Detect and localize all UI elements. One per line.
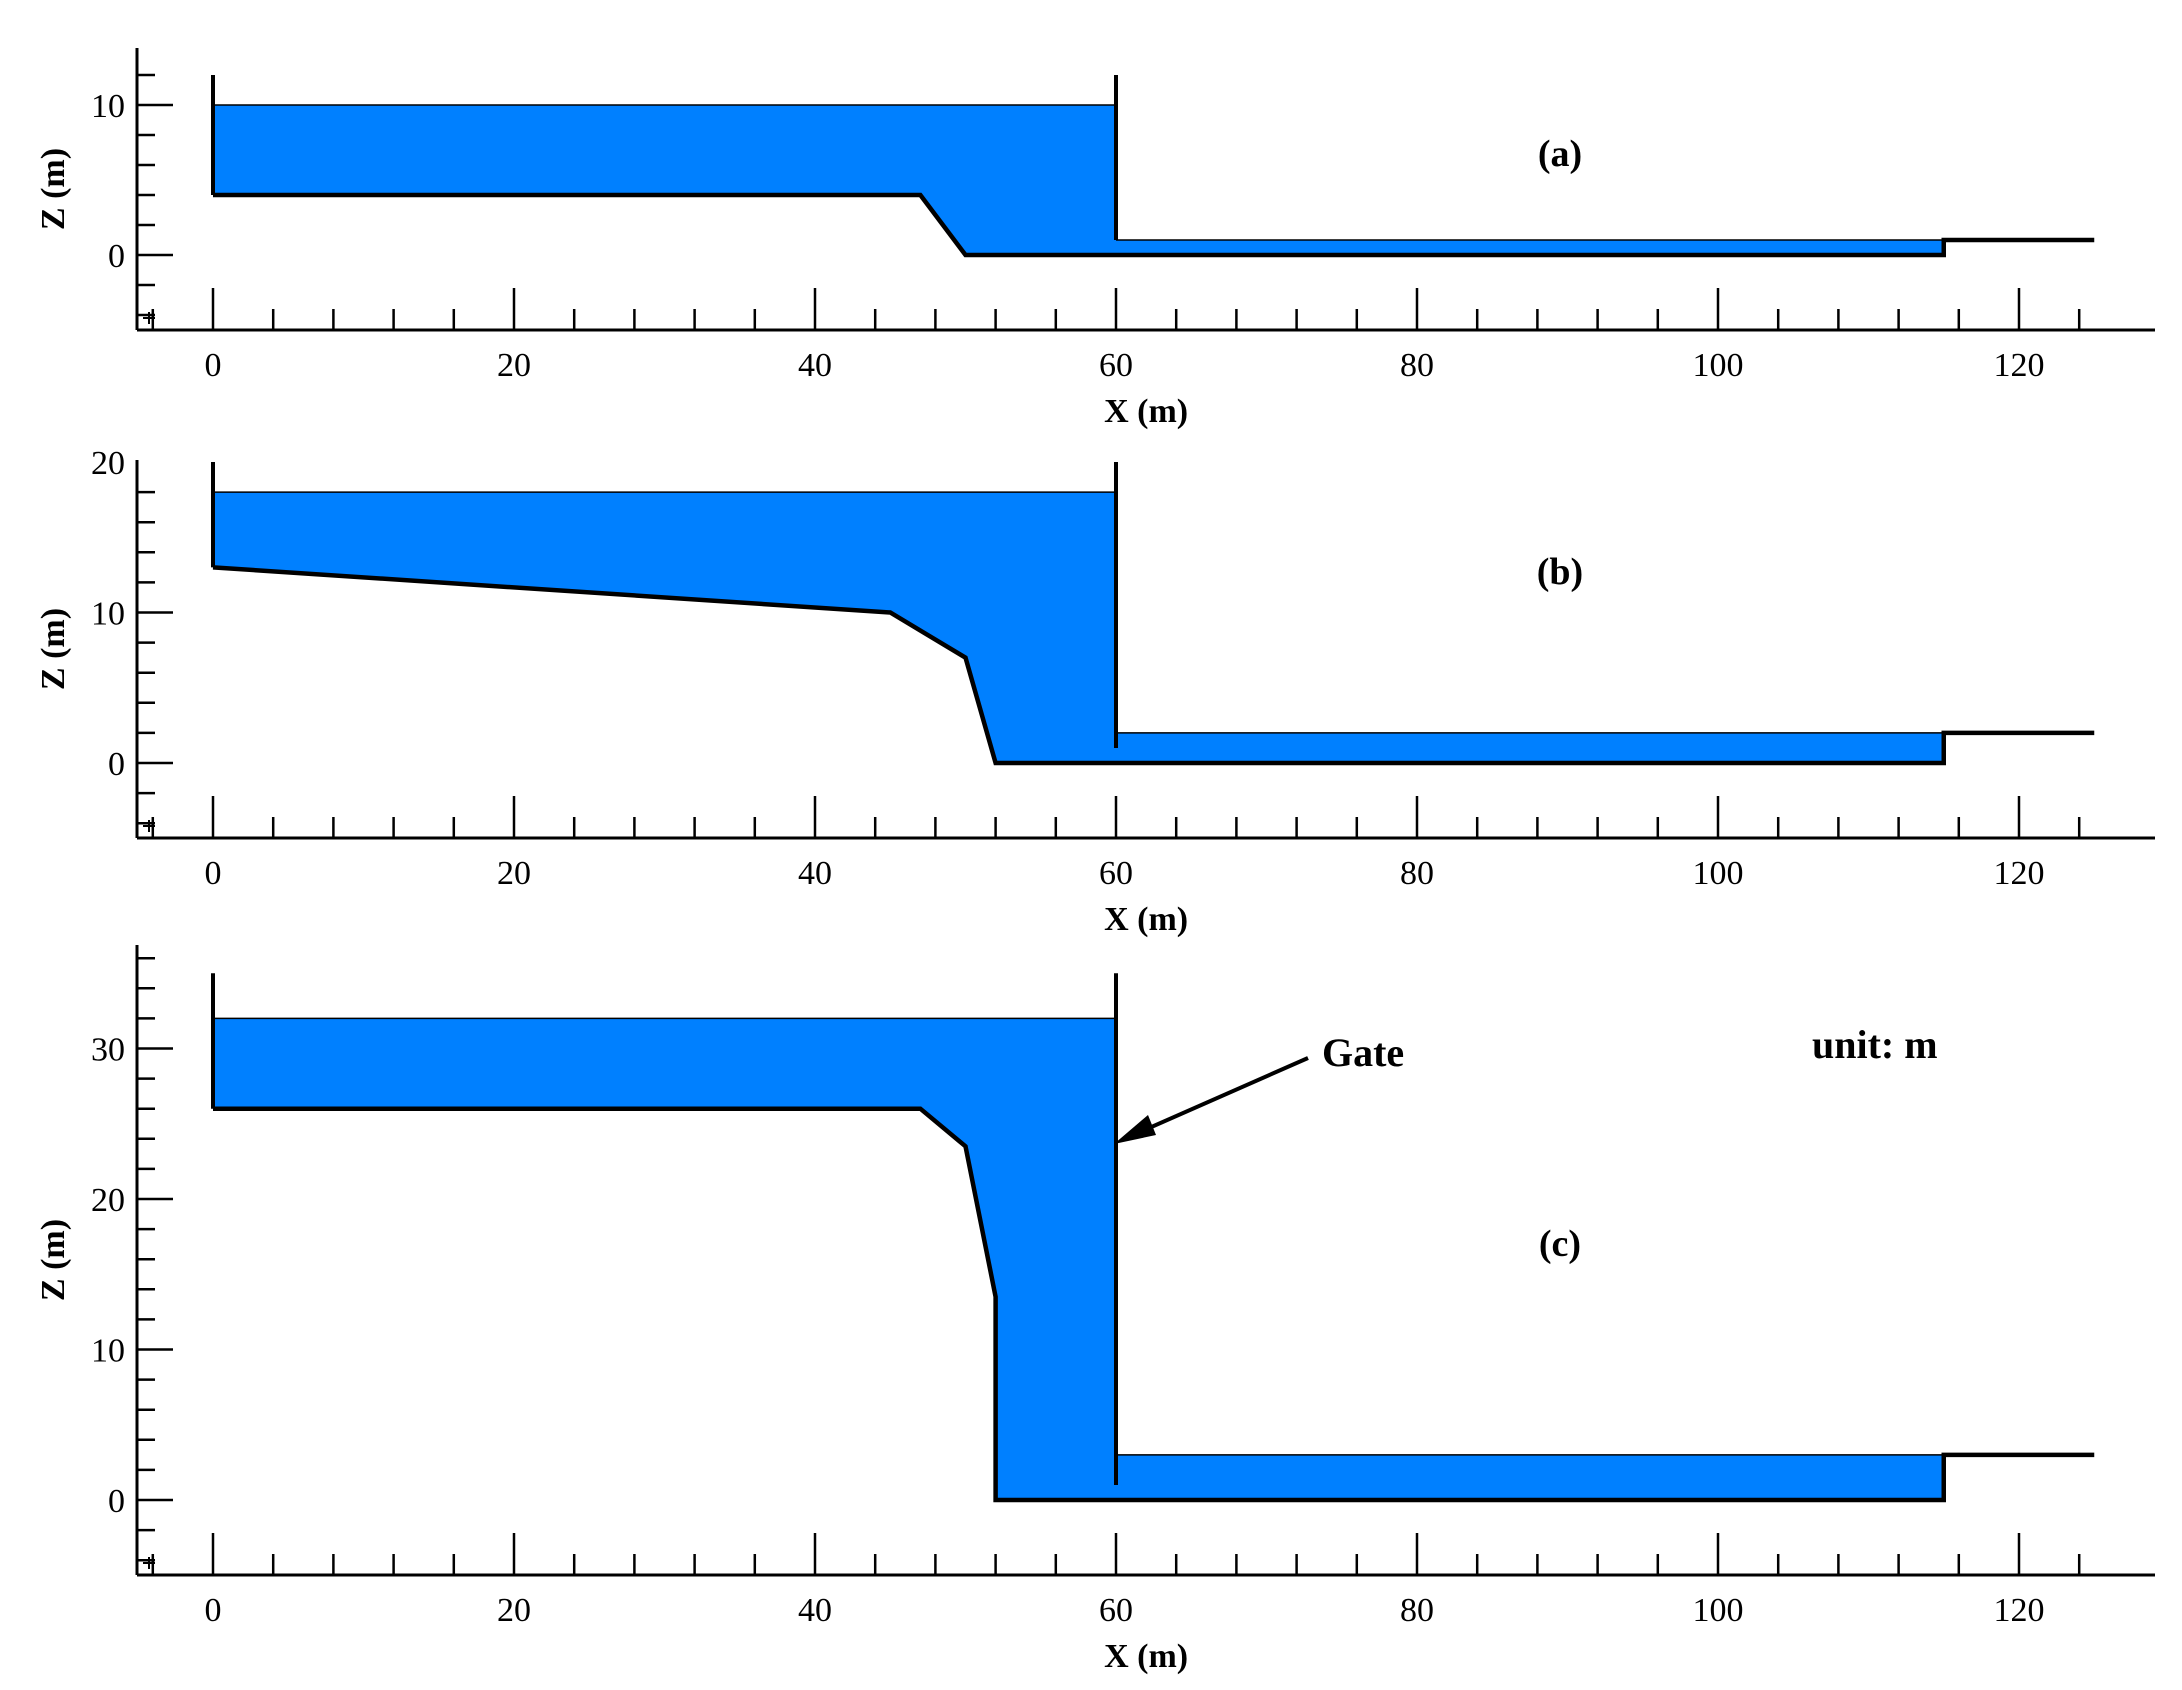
y-tick-label: 10 [91, 1333, 125, 1370]
x-tick-label: 40 [798, 347, 832, 384]
x-tick-label: 20 [497, 347, 531, 384]
reservoir-bed [212, 565, 1116, 766]
origin-mark [143, 820, 155, 832]
x-tick-label: 60 [1099, 1592, 1133, 1629]
downstream-bed [1116, 730, 2095, 766]
x-tick-label: 40 [798, 1592, 832, 1629]
x-tick-label: 20 [497, 1592, 531, 1629]
panel-label: (b) [1537, 551, 1583, 593]
origin-mark [143, 312, 155, 324]
y-tick-label: 0 [108, 238, 125, 275]
panel-c: 0 20 40 60 80 100 120 0 10 20 30 X (m) Z (m) (c) [35, 945, 2155, 1675]
reservoir-water [213, 105, 1116, 255]
downstream-bed [1116, 237, 2095, 258]
x-tick-label: 100 [1693, 1592, 1744, 1629]
downstream-water [1116, 240, 1944, 255]
y-tick-label: 20 [91, 445, 125, 482]
x-tick-label: 0 [205, 347, 222, 384]
x-tick-label: 60 [1099, 855, 1133, 892]
downstream-bed [1116, 1452, 2095, 1503]
x-tick-label: 60 [1099, 347, 1133, 384]
x-tick-label: 120 [1994, 347, 2045, 384]
reservoir-water [213, 1018, 1116, 1500]
downstream-water [1116, 732, 1944, 763]
x-tick-label: 120 [1994, 855, 2045, 892]
gate-annotation: Gate [1114, 1030, 1404, 1144]
y-tick-label: 30 [91, 1032, 125, 1069]
panel-label: (a) [1538, 133, 1582, 175]
gate-arrow-line [1139, 1056, 1309, 1134]
unit-label: unit: m [1812, 1022, 1938, 1067]
x-tick-label: 80 [1400, 1592, 1434, 1629]
x-tick-label: 0 [205, 1592, 222, 1629]
x-tick-label: 20 [497, 855, 531, 892]
downstream-water [1116, 1454, 1944, 1500]
x-tick-label: 80 [1400, 855, 1434, 892]
x-tick-label: 80 [1400, 347, 1434, 384]
x-tick-label: 120 [1994, 1592, 2045, 1629]
panel-b: 0 20 40 60 80 100 120 0 10 20 X (m) Z (m) (b) [35, 445, 2155, 938]
y-axis-title: Z (m) [35, 1219, 72, 1301]
x-axis-title: X (m) [1104, 1638, 1188, 1675]
x-tick-label: 40 [798, 855, 832, 892]
x-axis-title: X (m) [1104, 393, 1188, 430]
x-axis-title: X (m) [1104, 901, 1188, 938]
y-tick-label: 10 [91, 596, 125, 633]
reservoir-bed [213, 1106, 1116, 1503]
x-tick-label: 100 [1693, 347, 1744, 384]
y-tick-label: 0 [108, 1483, 125, 1520]
y-axis-title: Z (m) [35, 608, 72, 690]
y-axis-title: Z (m) [35, 148, 72, 230]
reservoir-water [213, 492, 1116, 763]
x-tick-label: 0 [205, 855, 222, 892]
x-tick-label: 100 [1693, 855, 1744, 892]
panel-a: 0 20 40 60 80 100 120 0 10 X (m) Z (m) (a) [35, 48, 2155, 430]
gate-arrow-head [1114, 1115, 1156, 1144]
reservoir-bed [213, 192, 1116, 258]
panel-label: (c) [1539, 1223, 1581, 1265]
origin-mark [143, 1557, 155, 1569]
y-tick-label: 20 [91, 1182, 125, 1219]
y-tick-label: 0 [108, 746, 125, 783]
gate-label: Gate [1322, 1030, 1404, 1075]
y-tick-label: 10 [91, 88, 125, 125]
